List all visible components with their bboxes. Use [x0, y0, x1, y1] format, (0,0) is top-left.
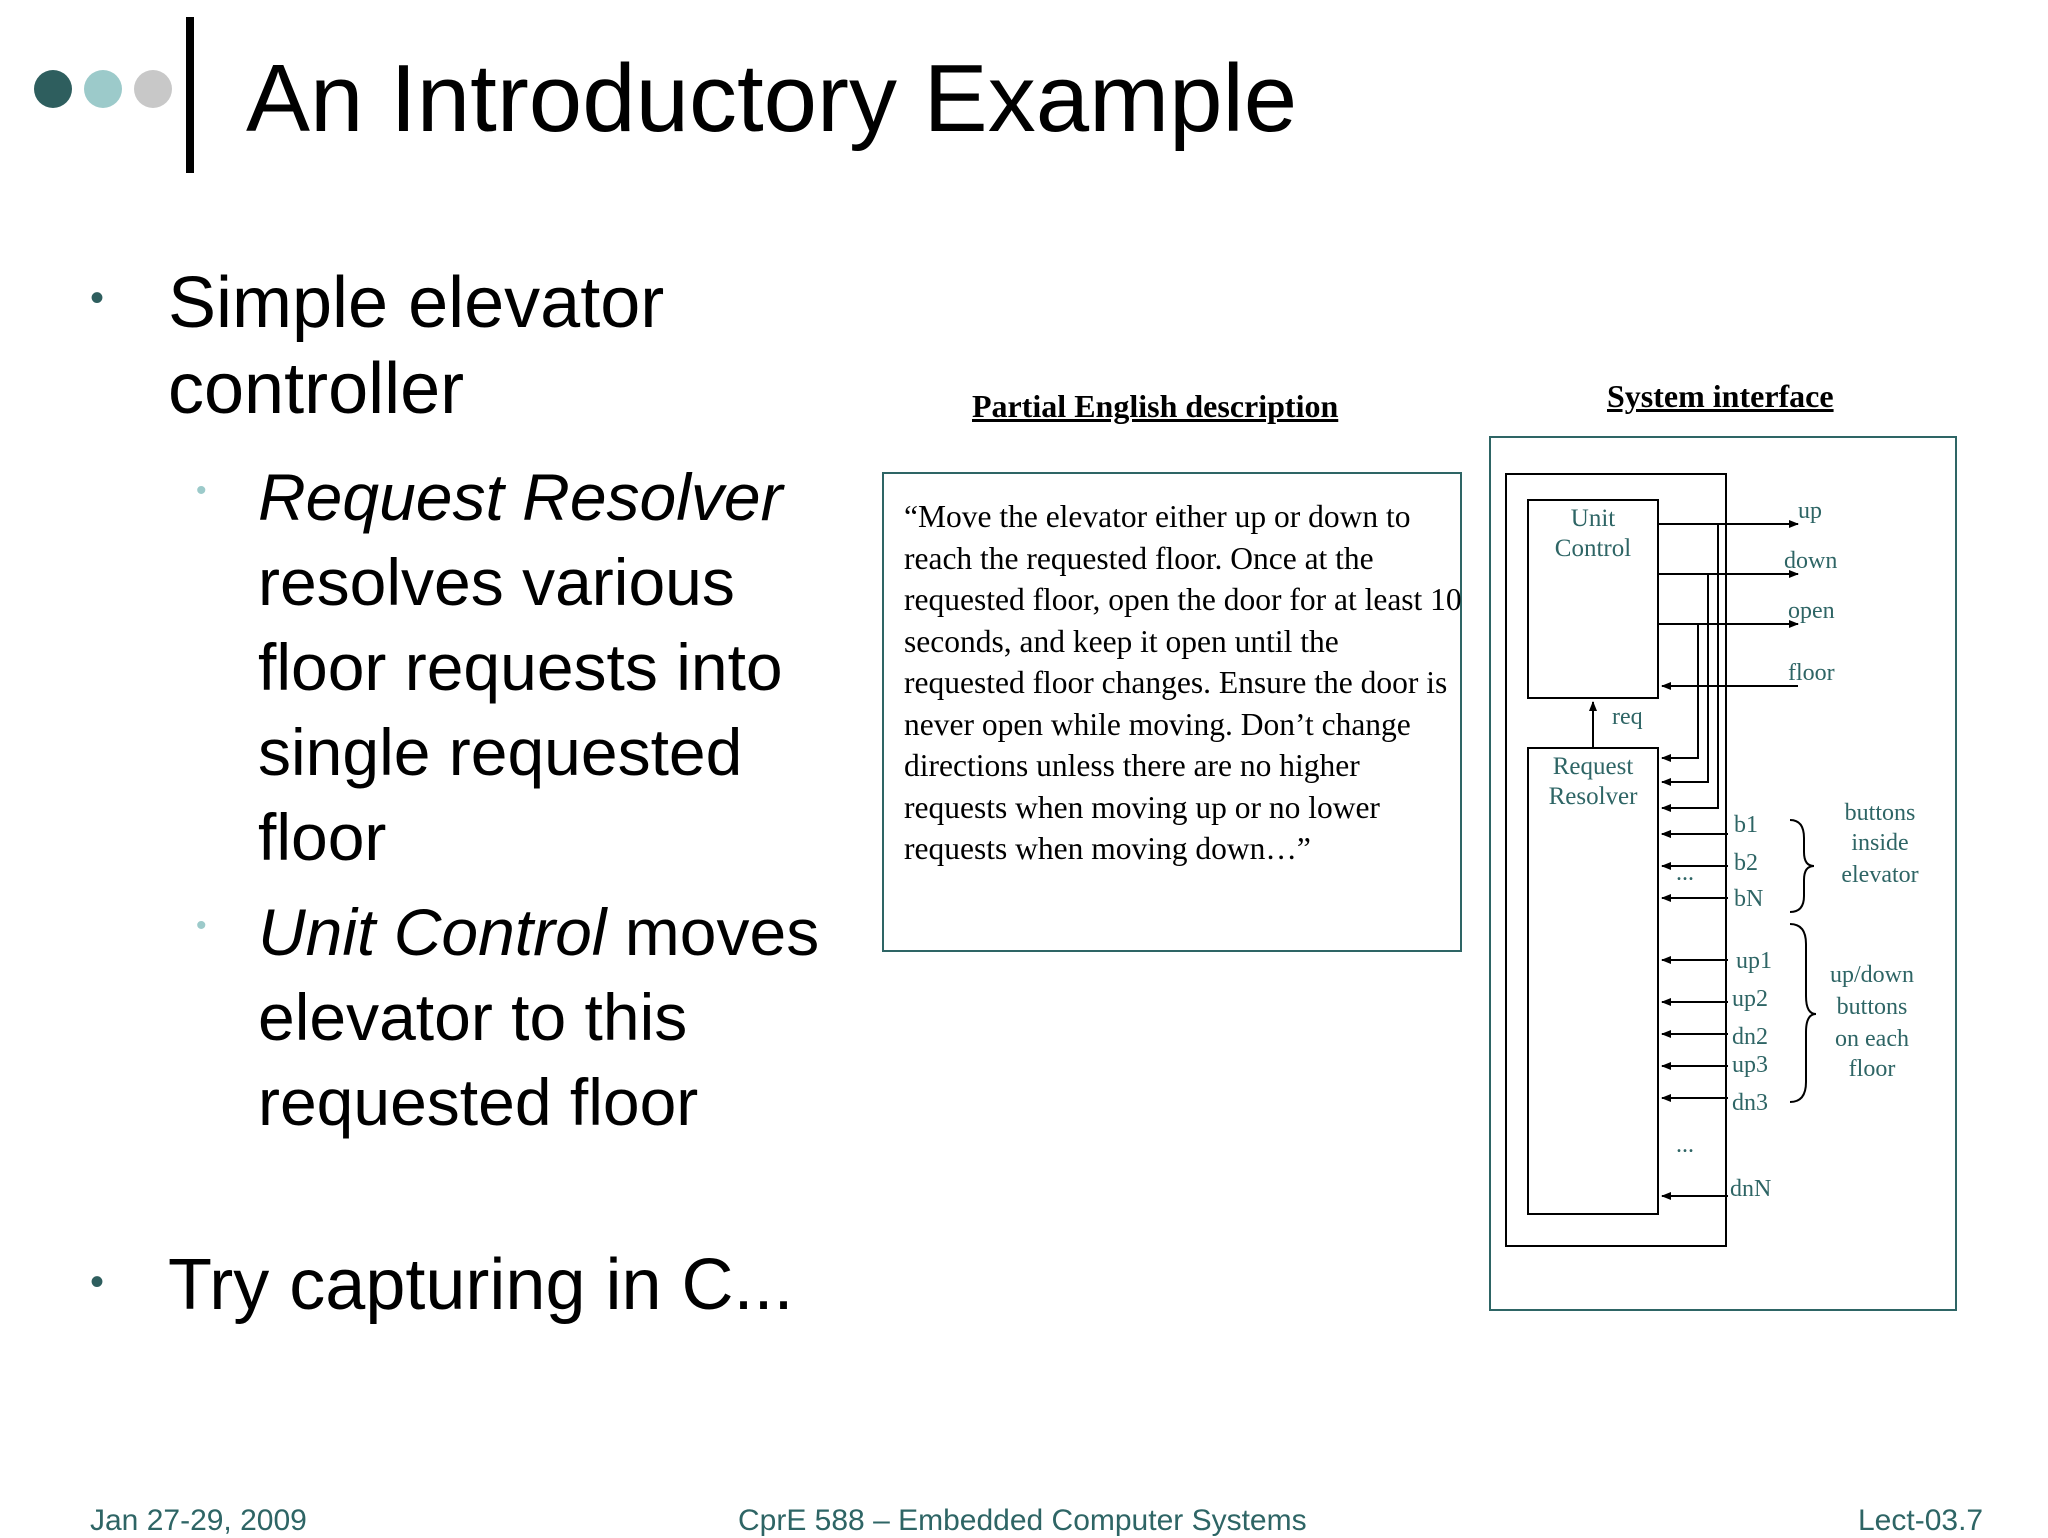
inside-group-label-3: elevator	[1841, 862, 1918, 888]
outer-system-box	[1489, 436, 1957, 1311]
title-dot-dark	[34, 70, 72, 108]
sub-bullet-unit-control: Unit Control moves elevator to this requ…	[258, 890, 838, 1145]
unit-control-label-1: Unit	[1571, 505, 1616, 532]
description-box	[882, 472, 1462, 952]
controller-box	[1505, 473, 1727, 1247]
b-ellipsis: ...	[1676, 860, 1694, 886]
unit-control-label-2: Control	[1555, 535, 1631, 562]
request-resolver-label-2: Resolver	[1549, 783, 1639, 810]
sub-bullet-2-text: moves elevator to this requested floor	[258, 895, 820, 1139]
bullet-marker: •	[90, 276, 105, 320]
request-resolver-label-1: Request	[1553, 753, 1634, 780]
down-feedback-line	[1661, 574, 1709, 786]
bullet-2-text: Try capturing in C...	[168, 1245, 794, 1325]
floor-feedback-line	[1661, 686, 1727, 838]
dn3-label: dn3	[1732, 1090, 1768, 1116]
floor-group-label-2: buttons	[1837, 994, 1908, 1020]
b2-label: b2	[1734, 850, 1758, 876]
floor-label: floor	[1788, 660, 1835, 686]
term-unit-control: Unit Control	[258, 895, 607, 969]
title-dot-mid	[84, 70, 122, 108]
dnN-label: dnN	[1730, 1176, 1771, 1202]
bN-label: bN	[1734, 886, 1763, 912]
bullet-1-text: Simple elevator controller	[168, 263, 665, 429]
floor-group-label-4: floor	[1849, 1056, 1896, 1082]
request-resolver-block	[1527, 747, 1659, 1215]
sub-bullet-request-resolver: Request Resolver resolves various floor …	[258, 455, 838, 880]
floor-ellipsis: ...	[1676, 1132, 1694, 1158]
b1-label: b1	[1734, 812, 1758, 838]
sub-bullet-marker: •	[196, 909, 207, 942]
down-label: down	[1784, 548, 1837, 574]
sub-bullet-1-text: resolves various floor requests into sin…	[258, 545, 783, 874]
up1-label: up1	[1736, 948, 1772, 974]
open-feedback-line	[1661, 624, 1699, 762]
slide-title: An Introductory Example	[246, 45, 1298, 152]
floor-group-label-1: up/down	[1830, 962, 1914, 988]
inside-group-label-2: inside	[1851, 830, 1908, 856]
description-heading: Partial English description	[972, 388, 1339, 424]
up-feedback-line	[1661, 524, 1719, 812]
up-label: up	[1798, 498, 1822, 524]
floor-buttons-brace	[1789, 923, 1817, 1103]
footer-slide-number: Lect-03.7	[1858, 1504, 1984, 1537]
floor-group-label-3: on each	[1835, 1026, 1909, 1052]
req-label: req	[1612, 704, 1643, 730]
title-dot-light	[134, 70, 172, 108]
open-label: open	[1788, 598, 1835, 624]
up2-label: up2	[1732, 986, 1768, 1012]
inside-group-label-1: buttons	[1845, 800, 1916, 826]
inside-buttons-brace	[1789, 819, 1815, 913]
up3-label: up3	[1732, 1052, 1768, 1078]
footer-date: Jan 27-29, 2009	[90, 1504, 307, 1537]
sub-bullet-marker: •	[196, 474, 207, 507]
dn2-label: dn2	[1732, 1024, 1768, 1050]
title-divider	[186, 17, 194, 173]
term-request-resolver: Request Resolver	[258, 460, 783, 534]
bullet-marker: •	[90, 1260, 105, 1304]
unit-control-block	[1527, 499, 1659, 699]
footer-course: CprE 588 – Embedded Computer Systems	[738, 1504, 1307, 1537]
system-interface-heading: System interface	[1607, 378, 1834, 414]
description-text: “Move the elevator either up or down to …	[904, 499, 1462, 866]
